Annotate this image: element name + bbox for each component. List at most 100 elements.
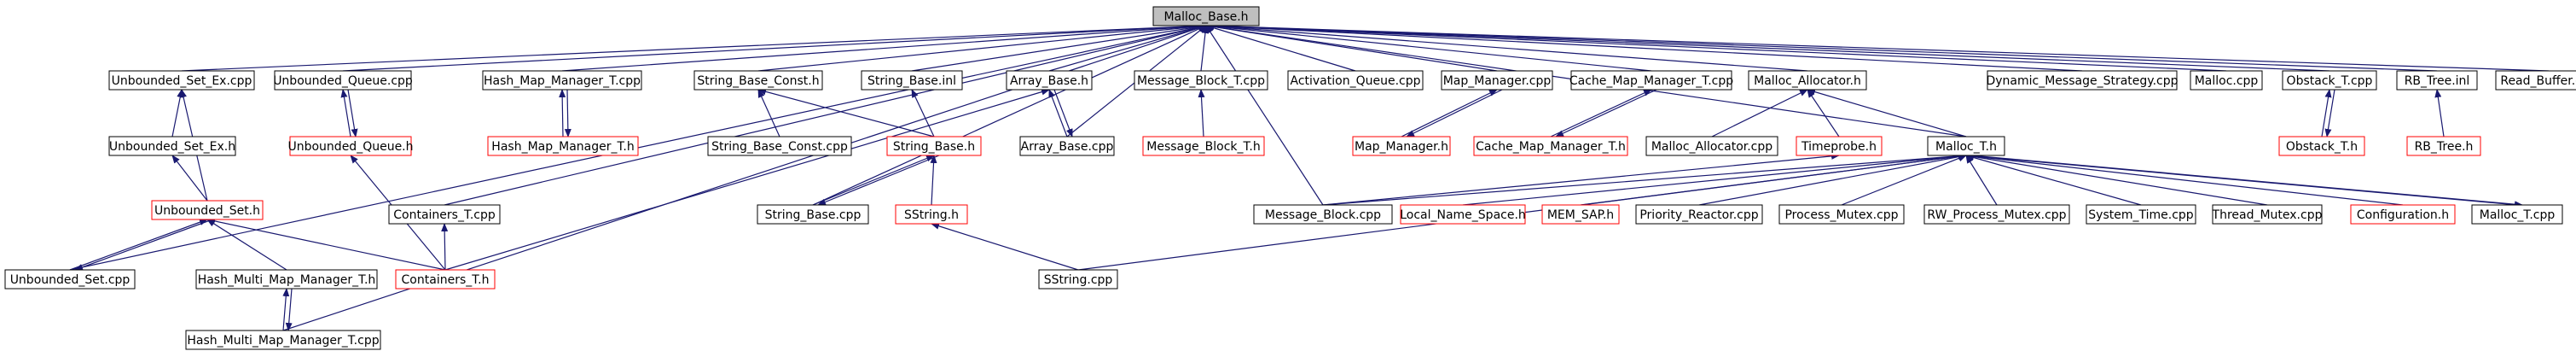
node-sbc-cpp[interactable]: String_Base_Const.cpp: [707, 136, 852, 156]
node-box: [2190, 70, 2263, 91]
node-cmm-h[interactable]: Cache_Map_Manager_T.h: [1473, 136, 1628, 156]
node-box: [2350, 204, 2456, 225]
node-ubs-h[interactable]: Unbounded_Set.h: [151, 200, 264, 220]
include-edge-rbt_h-to-rbt_inl: [2434, 89, 2445, 137]
include-edge-ubq_cpp-to-ubq_h: [347, 89, 358, 137]
node-tm-cpp[interactable]: Thread_Mutex.cpp: [2212, 204, 2323, 225]
include-edge-hmm_h-to-hmm_cpp: [559, 89, 566, 137]
node-dms-cpp[interactable]: Dynamic_Message_Strategy.cpp: [1986, 70, 2179, 91]
node-box: [1927, 136, 2005, 156]
include-edge-cmm_cpp-to-cmm_h: [1555, 89, 1657, 137]
node-mt-cpp[interactable]: Malloc_T.cpp: [2471, 204, 2563, 225]
node-label: Cache_Map_Manager_T.h: [1476, 140, 1626, 154]
node-root[interactable]: Malloc_Base.h: [1152, 6, 1260, 26]
node-label: String_Base_Const.cpp: [711, 140, 848, 154]
node-ubse-h[interactable]: Unbounded_Set_Ex.h: [108, 136, 236, 156]
node-hmm-cpp[interactable]: Hash_Map_Manager_T.cpp: [482, 70, 642, 91]
include-edge-ubq_cpp-to-root: [342, 22, 1207, 72]
include-edge-pm_cpp-to-mt_h: [1841, 155, 1967, 206]
node-tp-h[interactable]: Timeprobe.h: [1796, 136, 1883, 156]
node-ubq-h[interactable]: Unbounded_Queue.h: [287, 136, 414, 156]
node-mt-h[interactable]: Malloc_T.h: [1927, 136, 2005, 156]
node-box: [1778, 204, 1905, 225]
node-pm-cpp[interactable]: Process_Mutex.cpp: [1778, 204, 1905, 225]
node-mm-cpp[interactable]: Map_Manager.cpp: [1441, 70, 1553, 91]
node-label: MEM_SAP.h: [1547, 208, 1614, 222]
include-edge-aq_cpp-to-root: [1205, 24, 1356, 72]
include-edge-malloc_cpp-to-root: [1205, 22, 2227, 72]
node-sb-inl[interactable]: String_Base.inl: [861, 70, 963, 91]
node-rwpm-cpp[interactable]: RW_Process_Mutex.cpp: [1923, 204, 2070, 225]
node-hmmm-h[interactable]: Hash_Multi_Map_Manager_T.h: [195, 269, 378, 290]
node-box: [1019, 136, 1115, 156]
node-sb-h[interactable]: String_Base.h: [886, 136, 982, 156]
node-label: String_Base.cpp: [765, 208, 862, 222]
node-box: [1400, 204, 1526, 225]
node-label: Unbounded_Set.h: [154, 204, 260, 218]
node-box: [1987, 70, 2178, 91]
node-rbt-h[interactable]: RB_Tree.h: [2406, 136, 2481, 156]
node-obs-cpp[interactable]: Obstack_T.cpp: [2282, 70, 2377, 91]
node-box: [1796, 136, 1883, 156]
include-edge-st_cpp-to-mt_h: [1965, 154, 2142, 206]
node-sbc-h[interactable]: String_Base_Const.h: [693, 70, 823, 91]
node-sb-cpp[interactable]: String_Base.cpp: [757, 204, 869, 225]
node-ma-h[interactable]: Malloc_Allocator.h: [1748, 70, 1867, 91]
node-ct-h[interactable]: Containers_T.h: [395, 269, 496, 290]
node-rbuf-cpp[interactable]: Read_Buffer.cpp: [2495, 70, 2576, 91]
include-edge-sb_inl-to-root: [911, 23, 1207, 72]
node-label: Configuration.h: [2357, 208, 2449, 222]
node-pr-cpp[interactable]: Priority_Reactor.cpp: [1635, 204, 1763, 225]
node-cmm-cpp[interactable]: Cache_Map_Manager_T.cpp: [1569, 70, 1733, 91]
node-ct-cpp[interactable]: Containers_T.cpp: [388, 204, 501, 225]
include-edge-ubs_h-to-ubs_cpp: [74, 219, 213, 271]
node-conf-h[interactable]: Configuration.h: [2350, 204, 2456, 225]
node-box: [2282, 70, 2377, 91]
node-hmmm-cpp[interactable]: Hash_Multi_Map_Manager_T.cpp: [185, 330, 381, 350]
include-edge-ubq_h-to-ubq_cpp: [340, 89, 351, 137]
node-box: [1570, 70, 1732, 91]
node-st-cpp[interactable]: System_Time.cpp: [2086, 204, 2196, 225]
include-edge-sbc_h-to-root: [757, 22, 1207, 72]
node-box: [707, 136, 852, 156]
node-mm-h[interactable]: Map_Manager.h: [1352, 136, 1451, 156]
node-mb-cpp[interactable]: Message_Block_T.cpp: [1134, 70, 1268, 91]
node-obs-h[interactable]: Obstack_T.h: [2278, 136, 2365, 156]
node-msap-h[interactable]: MEM_SAP.h: [1541, 204, 1620, 225]
node-rbt-inl[interactable]: RB_Tree.inl: [2396, 70, 2478, 91]
node-ubse-cpp[interactable]: Unbounded_Set_Ex.cpp: [108, 70, 255, 91]
node-label: Read_Buffer.cpp: [2500, 74, 2576, 88]
include-edge-sb_cpp-to-sb_h: [812, 155, 935, 206]
node-label: String_Base_Const.h: [697, 74, 819, 88]
include-edge-rbt_inl-to-root: [1205, 22, 2438, 72]
node-ss-cpp[interactable]: SString.cpp: [1038, 269, 1118, 290]
node-mbt-h[interactable]: Message_Block_T.h: [1142, 136, 1265, 156]
node-ab-h[interactable]: Array_Base.h: [1006, 70, 1093, 91]
node-box: [108, 136, 236, 156]
include-edge-ubse_h-to-ubse_cpp: [171, 89, 184, 137]
node-label: Malloc_Allocator.h: [1754, 74, 1861, 88]
node-lns-h[interactable]: Local_Name_Space.h: [1400, 204, 1526, 225]
node-box: [289, 136, 412, 156]
node-mblk-cpp[interactable]: Message_Block.cpp: [1253, 204, 1393, 225]
node-malloc-cpp[interactable]: Malloc.cpp: [2190, 70, 2263, 91]
node-ma-cpp[interactable]: Malloc_Allocator.cpp: [1645, 136, 1778, 156]
node-label: Activation_Queue.cpp: [1290, 74, 1420, 88]
node-label: Unbounded_Set.cpp: [10, 273, 131, 287]
node-ss-h[interactable]: SString.h: [895, 204, 968, 225]
include-edge-ss_cpp-to-ss_h: [931, 222, 1079, 271]
node-label: Unbounded_Set_Ex.h: [109, 140, 235, 154]
node-label: Timeprobe.h: [1801, 140, 1877, 154]
include-edge-dms_cpp-to-root: [1205, 22, 2083, 72]
node-aq-cpp[interactable]: Activation_Queue.cpp: [1287, 70, 1424, 91]
node-ubq-cpp[interactable]: Unbounded_Queue.cpp: [273, 70, 413, 91]
node-ubs-cpp[interactable]: Unbounded_Set.cpp: [4, 269, 136, 290]
node-box: [388, 204, 501, 225]
node-abcpp[interactable]: Array_Base.cpp: [1019, 136, 1115, 156]
node-box: [2086, 204, 2196, 225]
node-label: Map_Manager.h: [1355, 140, 1448, 154]
include-edge-conf_h-to-mt_h: [1965, 153, 2404, 206]
node-hmm-h[interactable]: Hash_Map_Manager_T.h: [487, 136, 639, 156]
node-label: Malloc_Base.h: [1163, 10, 1248, 24]
